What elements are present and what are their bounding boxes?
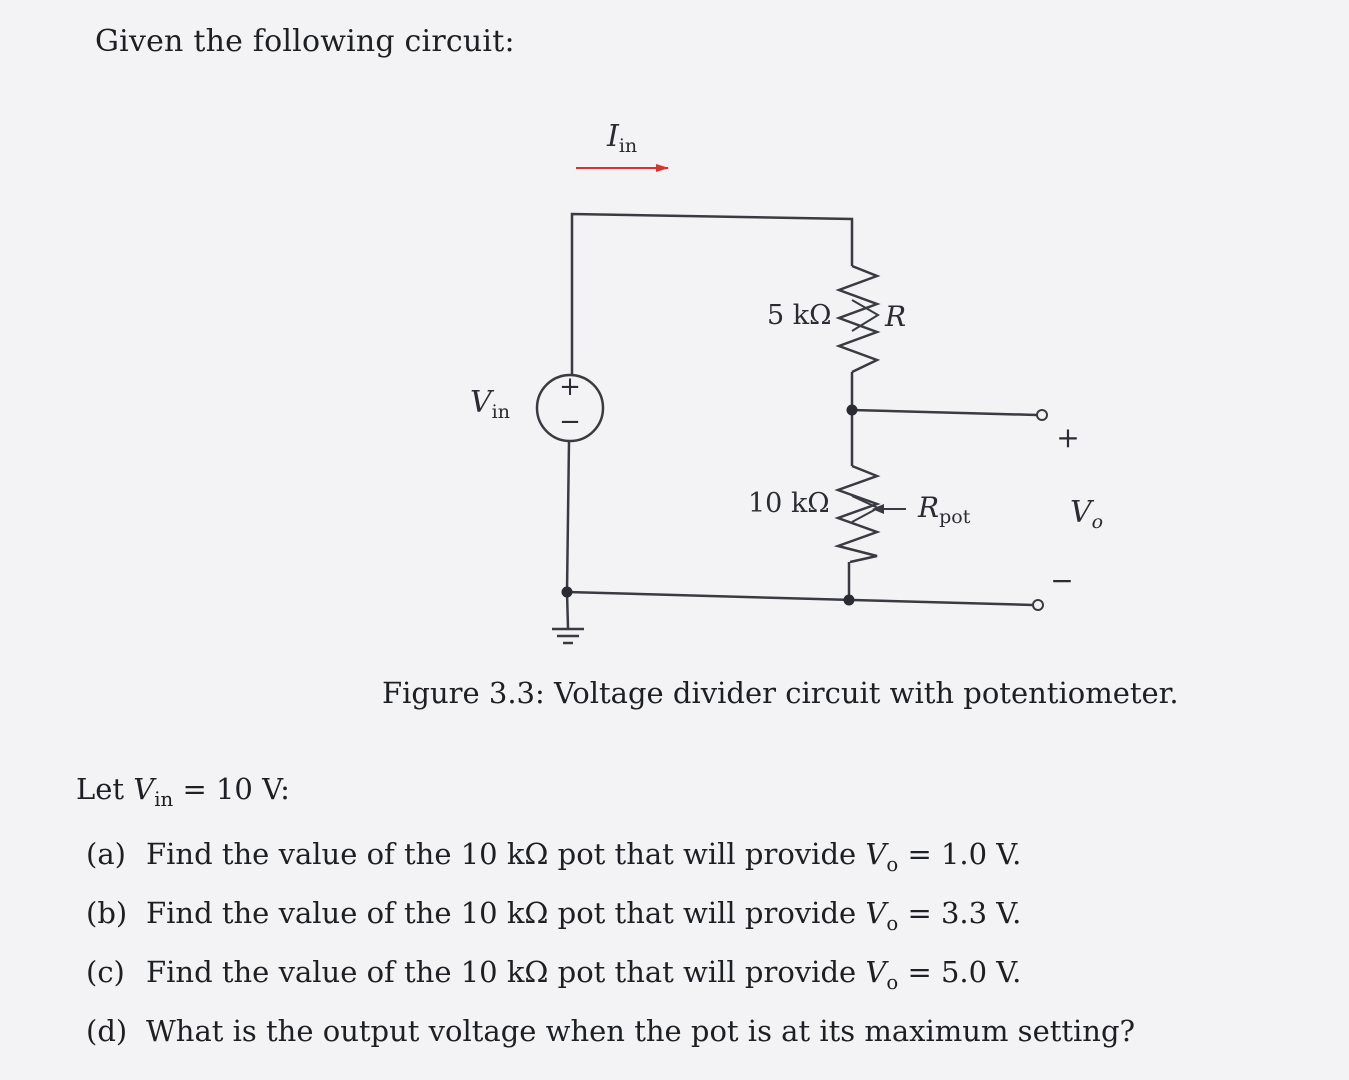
given-prefix: Let — [76, 772, 134, 806]
question-label: (b) — [86, 896, 128, 930]
given-variable: V — [133, 772, 155, 806]
circuit-wires — [565, 212, 1038, 629]
given-value: = 10 V: — [173, 772, 290, 806]
question-text: Find the value of the 10 kΩ pot that wil… — [146, 955, 866, 989]
question-variable: V — [865, 837, 887, 871]
question-value: = 1.0 V. — [898, 837, 1022, 871]
source-minus-sign: − — [559, 407, 581, 437]
potentiometer-symbol — [833, 464, 881, 564]
resistor-5k-symbol — [835, 264, 881, 374]
question-item: (d) What is the output voltage when the p… — [86, 1009, 1135, 1068]
resistor-r-bracket — [851, 299, 880, 332]
question-subscript: o — [886, 911, 899, 935]
question-item: (b) Find the value of the 10 kΩ pot that … — [86, 891, 1135, 950]
question-text: Find the value of the 10 kΩ pot that wil… — [146, 896, 866, 930]
question-item: (a) Find the value of the 10 kΩ pot that … — [86, 832, 1135, 891]
potentiometer-value: 10 kΩ — [748, 488, 830, 519]
source-plus-sign: + — [559, 372, 581, 402]
question-text: What is the output voltage when the pot … — [146, 1014, 1136, 1048]
resistor-5k-value: 5 kΩ — [767, 300, 832, 331]
question-text: Find the value of the 10 kΩ pot that wil… — [146, 837, 866, 871]
voltage-source — [535, 373, 605, 443]
junction-dot-bottom-left — [561, 586, 573, 598]
question-value: = 3.3 V. — [898, 896, 1022, 930]
output-minus-sign: − — [1050, 564, 1073, 597]
question-item: (c) Find the value of the 10 kΩ pot that … — [86, 950, 1135, 1009]
potentiometer-label: Rpot — [917, 491, 971, 528]
question-label: (a) — [86, 837, 126, 871]
output-plus-sign: + — [1056, 421, 1079, 454]
question-variable: V — [865, 955, 887, 989]
intro-text: Given the following circuit: — [95, 24, 515, 59]
current-label: Iin — [606, 119, 637, 157]
question-list: (a) Find the value of the 10 kΩ pot that … — [86, 832, 1135, 1068]
figure-caption: Figure 3.3: Voltage divider circuit with… — [382, 676, 1179, 710]
question-subscript: o — [886, 852, 899, 876]
junction-dot-middle — [846, 404, 858, 416]
given-subscript: in — [154, 787, 174, 811]
circuit-diagram: Iin + − Vin 5 kΩ R 10 kΩ Rpot + — [470, 119, 1103, 645]
resistor-r-label: R — [884, 300, 906, 333]
question-label: (d) — [86, 1014, 128, 1048]
ground-icon — [552, 627, 584, 645]
question-variable: V — [865, 896, 887, 930]
given-condition: Let Vin = 10 V: — [76, 772, 290, 811]
question-value: = 5.0 V. — [898, 955, 1022, 989]
question-subscript: o — [886, 970, 899, 994]
output-label: Vo — [1070, 495, 1103, 533]
question-label: (c) — [86, 955, 125, 989]
wiper-arrow-icon — [872, 504, 884, 514]
output-terminal-bottom — [1032, 599, 1044, 611]
source-label: Vin — [470, 385, 510, 423]
output-terminal-top — [1036, 409, 1048, 421]
junction-dot-bottom-right — [843, 594, 855, 606]
